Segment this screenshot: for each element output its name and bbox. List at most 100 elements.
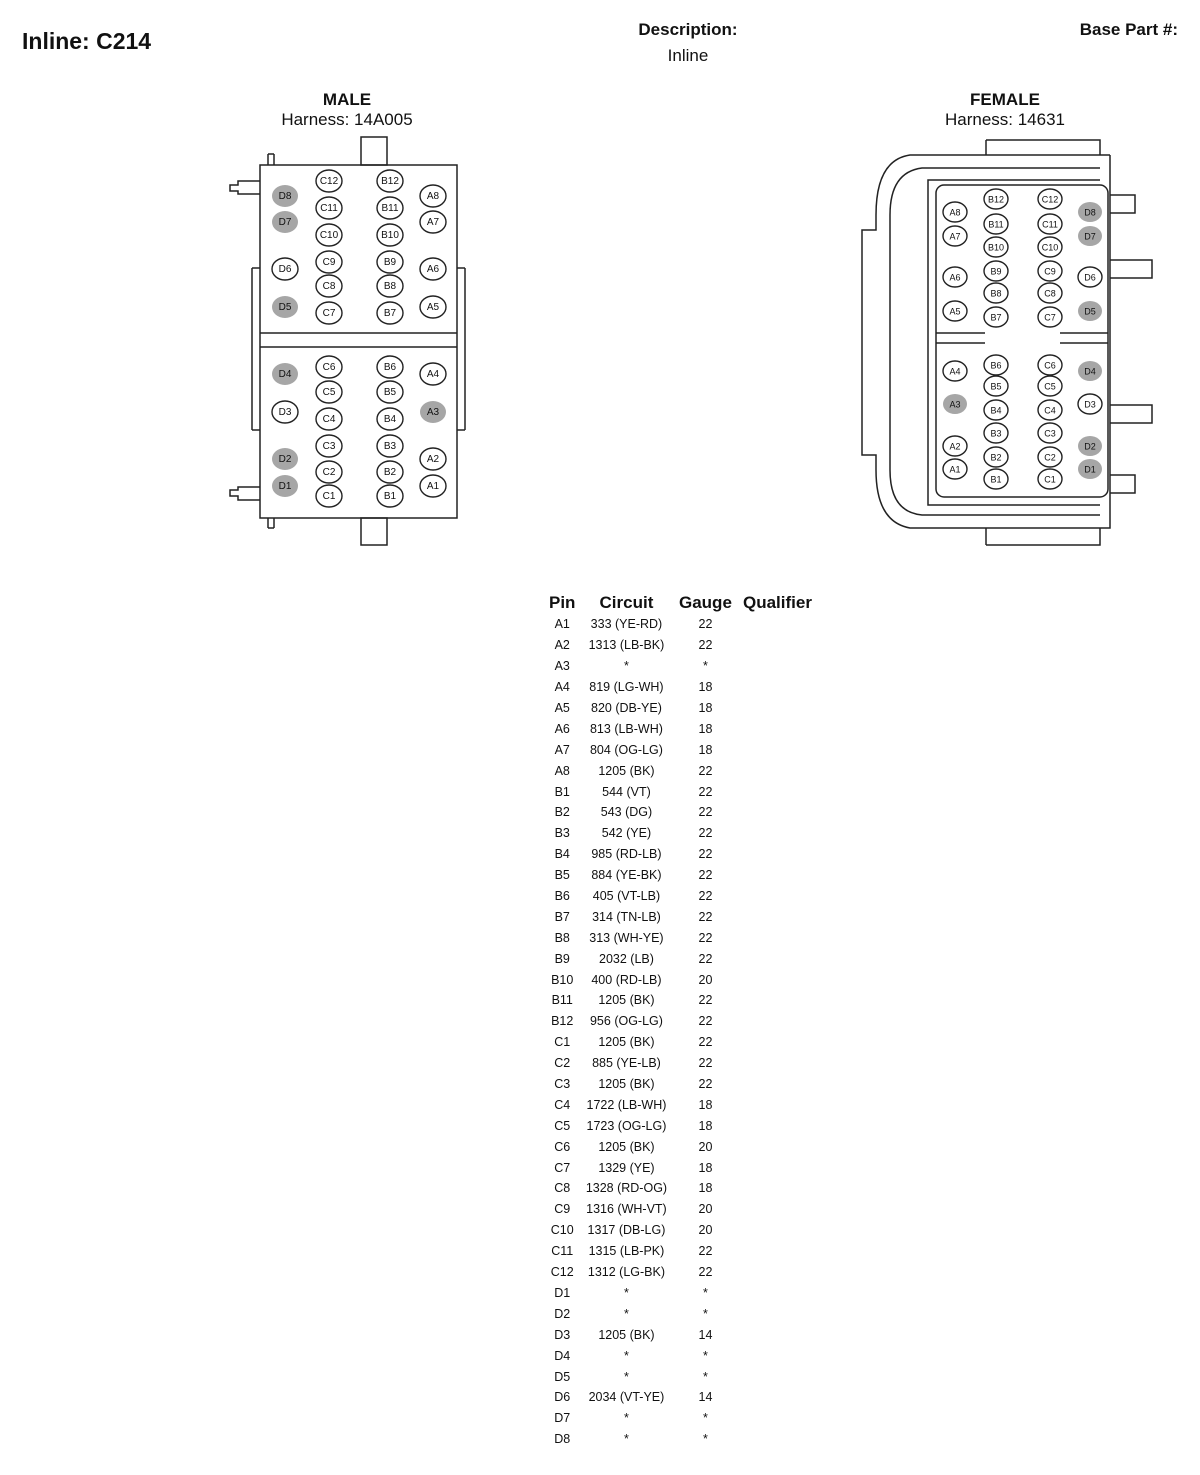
male-pin-d6: D6 <box>271 257 299 281</box>
qualifier-cell <box>737 1429 817 1450</box>
male-pin-a2: A2 <box>419 447 447 471</box>
pin-cell: D5 <box>554 1369 571 1384</box>
svg-text:A1: A1 <box>427 481 440 492</box>
svg-text:B12: B12 <box>988 195 1004 205</box>
svg-text:C4: C4 <box>323 414 336 425</box>
table-row: D4** <box>545 1345 817 1366</box>
male-pin-a7: A7 <box>419 210 447 234</box>
male-pin-c11: C11 <box>315 196 343 220</box>
pin-cell: B4 <box>554 847 570 862</box>
svg-text:A3: A3 <box>949 400 960 410</box>
svg-text:A2: A2 <box>949 442 960 452</box>
gauge-cell: 22 <box>698 638 713 653</box>
svg-text:D1: D1 <box>1084 465 1096 475</box>
pin-cell: B3 <box>554 826 570 841</box>
gauge-cell: * <box>703 1348 708 1363</box>
svg-text:D7: D7 <box>279 217 292 228</box>
svg-text:C7: C7 <box>323 308 336 319</box>
svg-text:C9: C9 <box>323 257 336 268</box>
table-row: D7** <box>545 1408 817 1429</box>
svg-text:D2: D2 <box>279 454 292 465</box>
female-pin-c8: C8 <box>1037 282 1063 304</box>
qualifier-cell <box>737 1074 817 1095</box>
female-pin-b5: B5 <box>983 375 1009 397</box>
male-pin-b10: B10 <box>376 223 404 247</box>
svg-text:C4: C4 <box>1044 406 1056 416</box>
male-pin-c12: C12 <box>315 169 343 193</box>
svg-text:C2: C2 <box>1044 453 1056 463</box>
qualifier-cell <box>737 844 817 865</box>
pin-cell: A3 <box>554 659 570 674</box>
gauge-cell: * <box>703 1369 708 1384</box>
qualifier-cell <box>737 948 817 969</box>
qualifier-cell <box>737 969 817 990</box>
pin-cell: C8 <box>554 1181 571 1196</box>
male-pin-b6: B6 <box>376 355 404 379</box>
pinout-header-row: Pin Circuit Gauge Qualifier <box>545 592 817 614</box>
pin-cell: B1 <box>554 784 570 799</box>
qualifier-cell <box>737 1408 817 1429</box>
qualifier-cell <box>737 1011 817 1032</box>
male-pin-c6: C6 <box>315 355 343 379</box>
gauge-cell: 22 <box>698 826 713 841</box>
male-harness-label: Harness: 14A005 <box>281 110 413 129</box>
svg-text:C2: C2 <box>323 467 336 478</box>
col-header-gauge: Gauge <box>679 593 732 612</box>
male-pin-c4: C4 <box>315 407 343 431</box>
female-pin-c9: C9 <box>1037 260 1063 282</box>
circuit-cell: 543 (DG) <box>600 805 653 820</box>
svg-text:D8: D8 <box>279 191 292 202</box>
male-pin-d7: D7 <box>272 211 298 233</box>
male-pin-b1: B1 <box>376 484 404 508</box>
male-gender-label: MALE <box>322 90 372 109</box>
female-pin-c11: C11 <box>1037 213 1063 235</box>
male-pin-c2: C2 <box>315 460 343 484</box>
qualifier-cell <box>737 739 817 760</box>
qualifier-cell <box>737 1199 817 1220</box>
qualifier-cell <box>737 1094 817 1115</box>
female-pin-d7: D7 <box>1078 226 1102 246</box>
female-pin-c3: C3 <box>1037 422 1063 444</box>
qualifier-cell <box>737 1241 817 1262</box>
table-row: D1** <box>545 1283 817 1304</box>
male-pin-c10: C10 <box>315 223 343 247</box>
pin-cell: A4 <box>554 680 570 695</box>
qualifier-cell <box>737 698 817 719</box>
qualifier-cell <box>737 1053 817 1074</box>
svg-text:B12: B12 <box>381 176 399 187</box>
female-pin-a2: A2 <box>942 435 968 457</box>
male-pin-a6: A6 <box>419 257 447 281</box>
female-pin-a8: A8 <box>942 201 968 223</box>
svg-text:A4: A4 <box>949 367 960 377</box>
female-pin-c2: C2 <box>1037 446 1063 468</box>
svg-text:C1: C1 <box>323 491 336 502</box>
svg-text:C11: C11 <box>1042 220 1058 230</box>
qualifier-cell <box>737 1032 817 1053</box>
male-pin-b7: B7 <box>376 301 404 325</box>
female-pin-b8: B8 <box>983 282 1009 304</box>
female-pin-a5: A5 <box>942 300 968 322</box>
female-pin-c5: C5 <box>1037 375 1063 397</box>
male-pin-b4: B4 <box>376 407 404 431</box>
gauge-cell: 18 <box>698 1181 713 1196</box>
circuit-cell: 1205 (BK) <box>598 1327 655 1342</box>
svg-text:D6: D6 <box>279 264 292 275</box>
gauge-cell: 22 <box>698 951 713 966</box>
svg-text:B9: B9 <box>384 257 397 268</box>
col-header-circuit: Circuit <box>599 593 654 612</box>
gauge-cell: 22 <box>698 1244 713 1259</box>
circuit-cell: 400 (RD-LB) <box>591 972 662 987</box>
qualifier-cell <box>737 1345 817 1366</box>
circuit-cell: 956 (OG-LG) <box>589 1014 663 1029</box>
svg-text:B5: B5 <box>990 382 1001 392</box>
circuit-cell: 819 (LG-WH) <box>589 680 664 695</box>
